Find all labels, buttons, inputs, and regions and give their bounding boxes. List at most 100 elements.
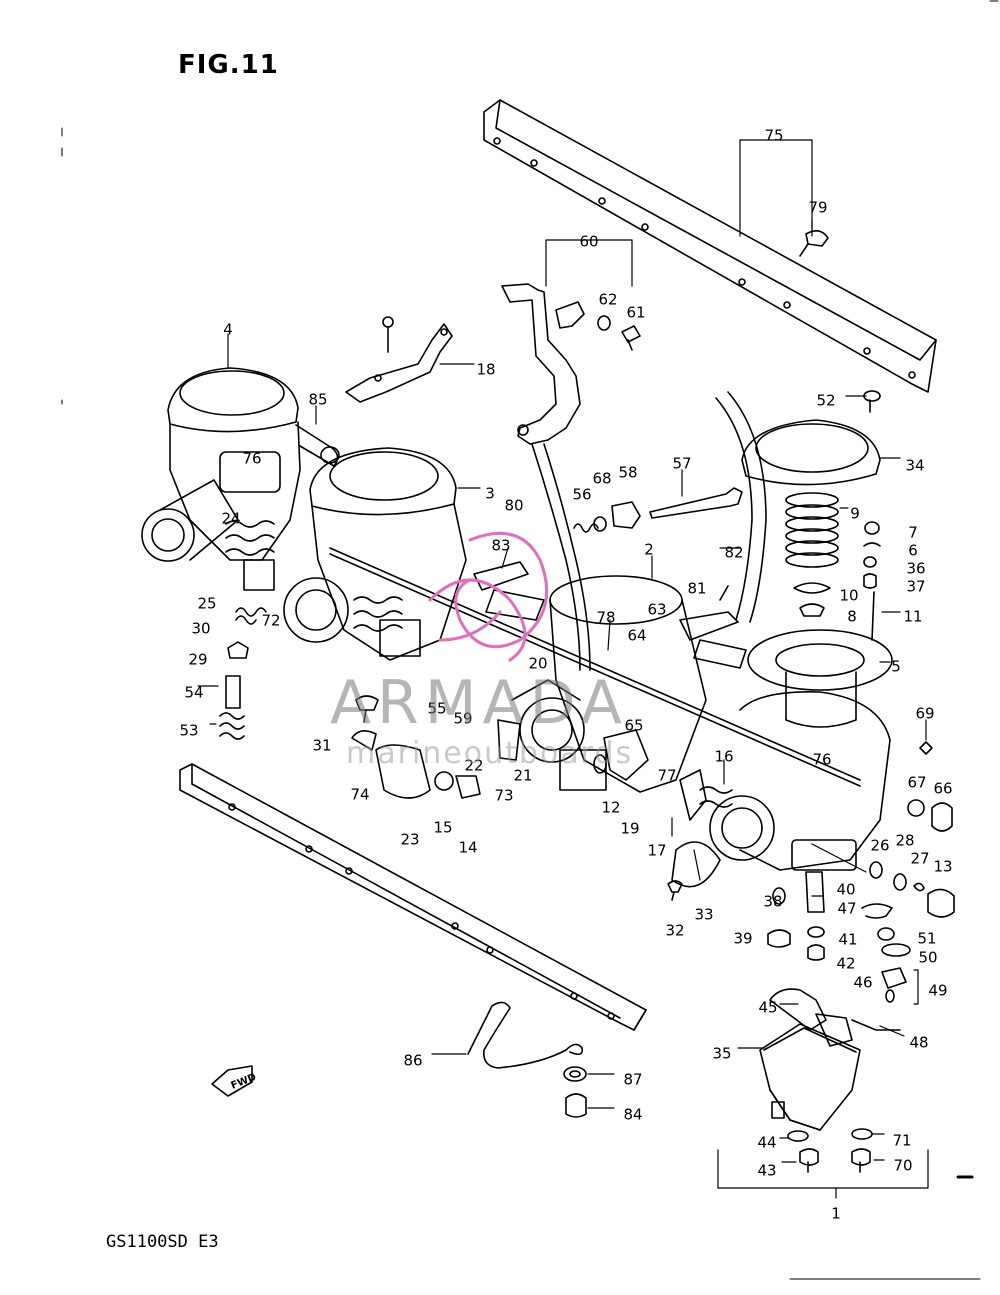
callout-63: 63	[647, 601, 666, 619]
washer-87-screw-84	[563, 1066, 587, 1118]
callout-61: 61	[626, 304, 645, 322]
callout-31: 31	[312, 737, 331, 755]
callout-2: 2	[644, 541, 654, 559]
small-screws	[597, 230, 881, 413]
fuel-hose-80	[531, 443, 591, 671]
callout-15: 15	[433, 819, 452, 837]
callout-21: 21	[513, 767, 532, 785]
callout-5: 5	[891, 658, 901, 676]
lower-mounting-bracket	[179, 763, 647, 1031]
callout-13: 13	[933, 858, 952, 876]
leader-lines	[197, 139, 929, 1199]
callout-40: 40	[836, 881, 855, 899]
callout-87: 87	[623, 1071, 642, 1089]
callout-76: 76	[812, 751, 831, 769]
watermark-brand-text: ARMADA	[330, 668, 628, 738]
overflow-hose-82	[715, 391, 767, 623]
spring-9	[785, 492, 839, 568]
fwd-arrow-label: FWD	[230, 1072, 256, 1092]
callout-57: 57	[672, 455, 691, 473]
callout-52: 52	[816, 392, 835, 410]
figure-title: FIG.11	[178, 50, 279, 80]
callout-36: 36	[906, 560, 925, 578]
callout-62: 62	[598, 291, 617, 309]
callout-17: 17	[647, 842, 666, 860]
carburetor-3	[283, 447, 467, 661]
callout-19: 19	[620, 820, 639, 838]
bracket-18	[345, 316, 453, 403]
callout-32: 32	[665, 922, 684, 940]
throttle-shaft	[329, 547, 861, 787]
watermark-sub-text: marineoutboards	[346, 736, 634, 771]
callout-81: 81	[687, 580, 706, 598]
right-small-parts	[869, 741, 955, 918]
callout-58: 58	[618, 464, 637, 482]
callout-41: 41	[838, 931, 857, 949]
callout-80: 80	[504, 497, 523, 515]
callout-64: 64	[627, 627, 646, 645]
page-border-marks	[61, 0, 999, 1280]
callout-71: 71	[892, 1132, 911, 1150]
callout-47: 47	[837, 900, 856, 918]
link-spring-86	[467, 1001, 584, 1069]
callout-39: 39	[733, 930, 752, 948]
model-code: GS1100SD E3	[106, 1232, 219, 1252]
callout-18: 18	[476, 361, 495, 379]
callout-51: 51	[917, 930, 936, 948]
callout-86: 86	[403, 1052, 422, 1070]
callout-12: 12	[601, 799, 620, 817]
callout-73: 73	[494, 787, 513, 805]
callout-44: 44	[757, 1134, 776, 1152]
callout-9: 9	[850, 505, 860, 523]
callout-10: 10	[839, 587, 858, 605]
callout-65: 65	[624, 717, 643, 735]
callout-72: 72	[261, 612, 280, 630]
callout-29: 29	[188, 651, 207, 669]
parts-artwork	[61, 0, 999, 1280]
carburetor-4	[141, 367, 301, 591]
callout-6: 6	[908, 542, 918, 560]
callout-82: 82	[724, 544, 743, 562]
float-bowl	[759, 988, 861, 1131]
callout-46: 46	[853, 974, 872, 992]
callout-76: 76	[242, 450, 261, 468]
callout-85: 85	[308, 391, 327, 409]
callout-24: 24	[221, 510, 240, 528]
callout-59: 59	[453, 710, 472, 728]
callout-53: 53	[179, 722, 198, 740]
callout-8: 8	[847, 608, 857, 626]
callout-55: 55	[427, 700, 446, 718]
callout-78: 78	[596, 609, 615, 627]
carburetor-1	[679, 629, 893, 871]
jet-needle-parts	[793, 521, 881, 641]
callout-1: 1	[831, 1205, 841, 1223]
callout-83: 83	[491, 537, 510, 555]
callout-28: 28	[895, 832, 914, 850]
callout-60: 60	[579, 233, 598, 251]
callout-11: 11	[903, 608, 922, 626]
callout-54: 54	[184, 684, 203, 702]
callout-23: 23	[400, 831, 419, 849]
callout-66: 66	[933, 780, 952, 798]
callout-33: 33	[694, 906, 713, 924]
callout-25: 25	[197, 595, 216, 613]
fwd-arrow-label-wrap: FWD	[230, 1072, 256, 1092]
callout-70: 70	[893, 1157, 912, 1175]
callout-3: 3	[485, 485, 495, 503]
callout-79: 79	[808, 199, 827, 217]
callout-75: 75	[764, 127, 783, 145]
callout-30: 30	[191, 620, 210, 638]
watermark-logo	[428, 531, 549, 662]
callout-27: 27	[910, 850, 929, 868]
callout-74: 74	[350, 786, 369, 804]
callout-50: 50	[918, 949, 937, 967]
callout-4: 4	[223, 321, 233, 339]
top-mounting-bracket	[483, 99, 937, 393]
choke-bracket-60	[501, 283, 585, 445]
callout-67: 67	[907, 774, 926, 792]
callout-38: 38	[763, 893, 782, 911]
fwd-arrow	[211, 1065, 253, 1097]
callout-84: 84	[623, 1106, 642, 1124]
vent-tubes	[473, 561, 747, 669]
callout-34: 34	[905, 457, 924, 475]
